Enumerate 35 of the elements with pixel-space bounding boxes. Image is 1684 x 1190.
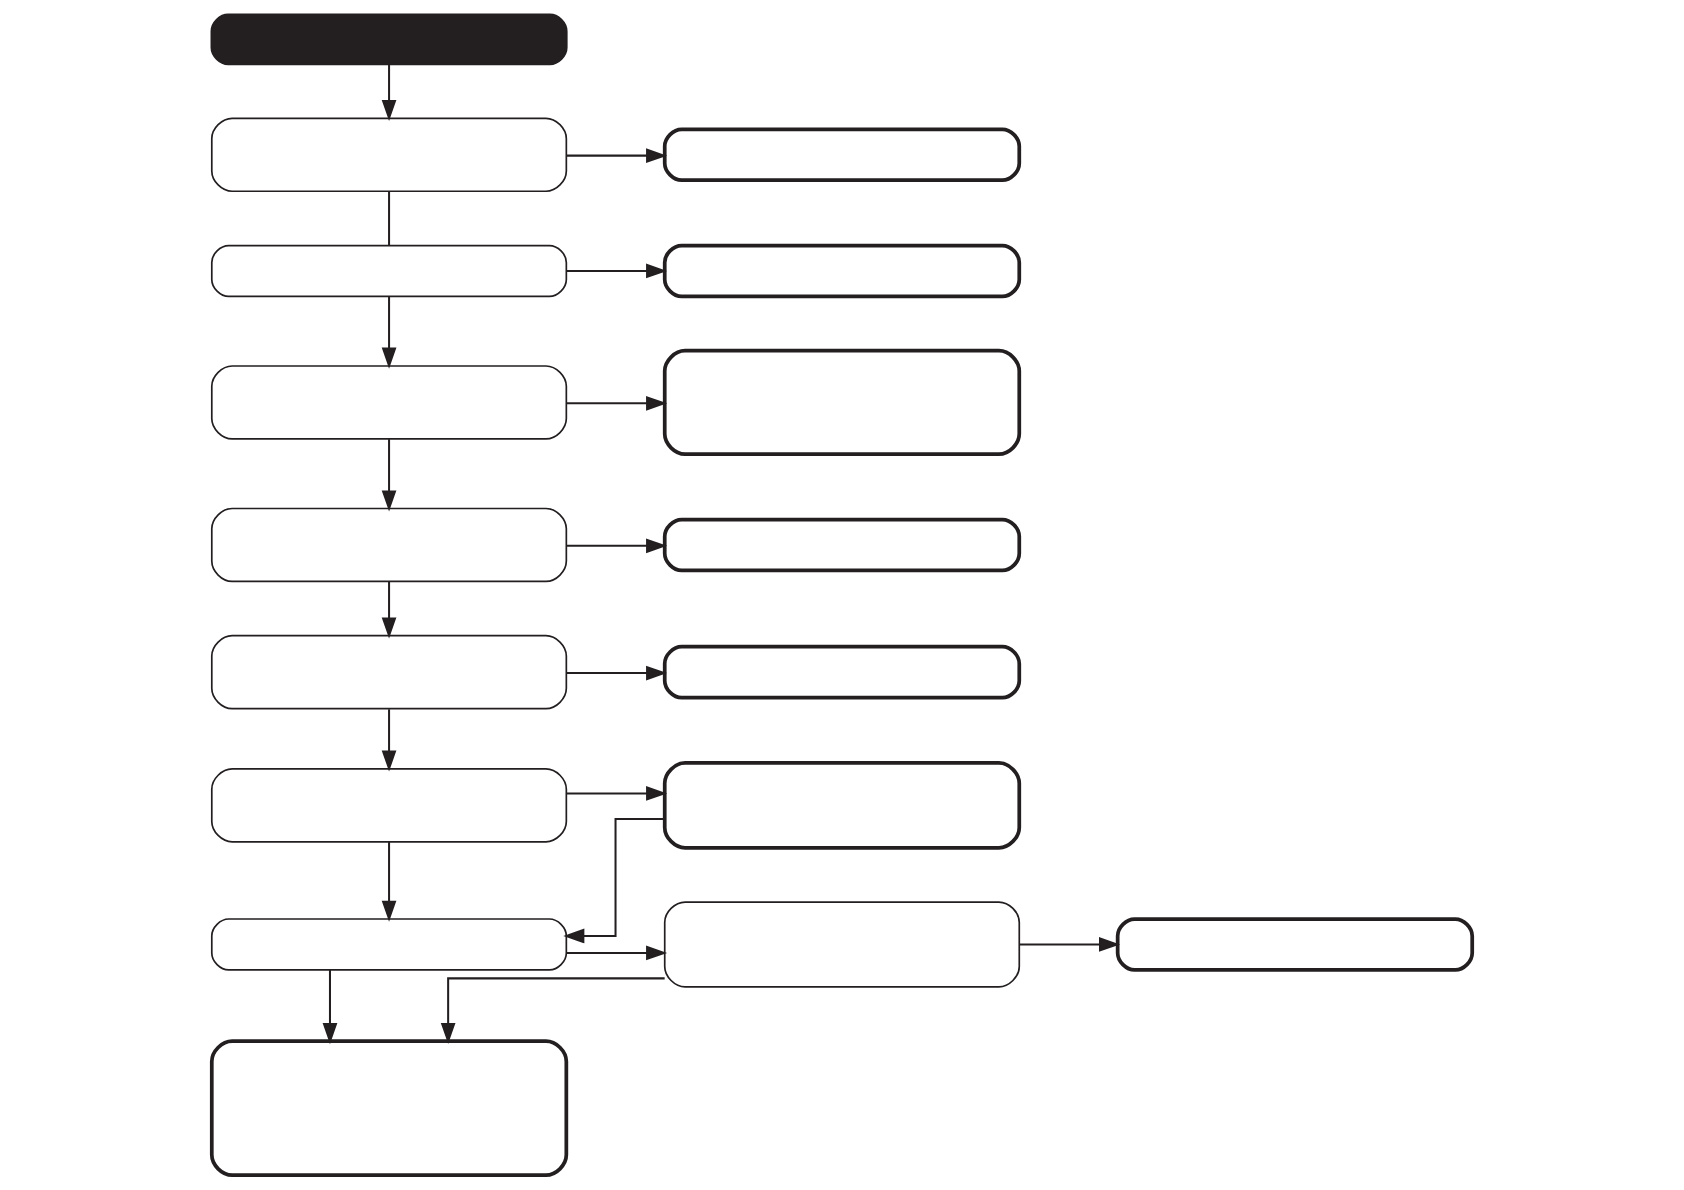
arrow (563, 817, 665, 944)
node-box (1115, 917, 1475, 972)
arrow (381, 709, 397, 772)
node-box (210, 244, 568, 298)
arrow (566, 148, 668, 163)
node-box (662, 127, 1022, 183)
node-box (209, 1039, 569, 1178)
node-box (662, 644, 1022, 700)
arrow (566, 665, 668, 681)
arrow (381, 439, 397, 512)
arrow (381, 581, 397, 639)
node-box (210, 634, 568, 710)
node-box (210, 507, 568, 583)
node-box (662, 243, 1022, 299)
arrow (566, 395, 668, 411)
arrow (381, 841, 397, 922)
node-box (210, 768, 568, 843)
connector (388, 191, 391, 246)
node-box (210, 117, 568, 193)
node-box (210, 13, 568, 66)
node-box (210, 365, 568, 440)
arrow (381, 64, 397, 122)
arrow (440, 977, 665, 1045)
arrow (322, 970, 338, 1045)
node-box (662, 517, 1022, 573)
arrow (566, 263, 668, 279)
node-box (663, 901, 1021, 988)
arrow (381, 296, 397, 369)
node-box (210, 918, 568, 971)
node-box (662, 348, 1022, 457)
arrow (566, 538, 668, 554)
node-box (662, 761, 1022, 850)
arrow (566, 786, 668, 801)
arrow (566, 945, 668, 961)
arrow (1019, 937, 1121, 952)
